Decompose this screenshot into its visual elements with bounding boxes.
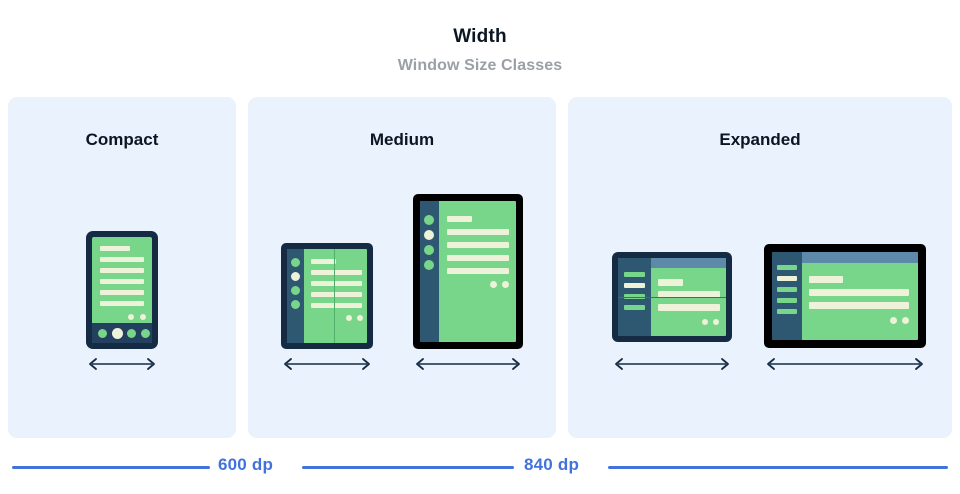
nav-item bbox=[777, 287, 797, 292]
nav-rail bbox=[287, 249, 304, 343]
content-line bbox=[100, 268, 144, 273]
content-line bbox=[447, 255, 509, 261]
nav-item-active bbox=[777, 276, 797, 281]
content-line bbox=[447, 268, 509, 274]
page-title: Width bbox=[453, 26, 507, 47]
content-line bbox=[658, 279, 683, 286]
width-arrow-medium-foldable bbox=[281, 356, 373, 372]
app-top-bar bbox=[651, 258, 726, 268]
content-line bbox=[100, 246, 130, 251]
fab-dot bbox=[128, 314, 134, 320]
tablet-screen bbox=[772, 252, 918, 340]
nav-item-active bbox=[424, 230, 434, 240]
nav-item bbox=[777, 265, 797, 270]
breakpoint-scale: 600 dp 840 dp bbox=[0, 455, 960, 479]
nav-item bbox=[624, 272, 645, 277]
tablet-screen bbox=[420, 201, 516, 342]
device-tablet-landscape bbox=[764, 244, 926, 348]
breakpoint-label-600: 600 dp bbox=[218, 455, 274, 474]
content-line bbox=[311, 259, 336, 264]
fold-crease bbox=[618, 297, 726, 298]
nav-item bbox=[291, 286, 300, 295]
fab-dot bbox=[346, 315, 352, 321]
panel-expanded: Expanded bbox=[568, 97, 952, 438]
width-arrow-compact bbox=[86, 356, 158, 372]
width-arrow-expanded-tablet bbox=[764, 356, 926, 372]
fab-dot bbox=[357, 315, 363, 321]
nav-item bbox=[424, 245, 434, 255]
nav-item bbox=[98, 329, 107, 338]
nav-item bbox=[777, 298, 797, 303]
nav-item bbox=[624, 305, 645, 310]
content-line bbox=[658, 291, 720, 298]
fab-dot bbox=[702, 319, 708, 325]
content-line bbox=[100, 301, 144, 306]
page-subtitle: Window Size Classes bbox=[397, 57, 563, 74]
content-line bbox=[311, 270, 362, 275]
scale-rule-segment bbox=[302, 466, 514, 469]
width-arrow-expanded-foldable bbox=[612, 356, 732, 372]
content-line bbox=[447, 229, 509, 235]
content-line bbox=[100, 290, 144, 295]
content-line bbox=[311, 292, 362, 297]
nav-drawer bbox=[772, 252, 802, 340]
nav-item bbox=[624, 294, 645, 299]
size-class-panels: Compact bbox=[8, 97, 952, 438]
device-foldable-unfolded-portrait bbox=[281, 243, 373, 349]
fab-dot bbox=[490, 281, 497, 288]
fab-dot bbox=[890, 317, 897, 324]
content-line bbox=[447, 216, 472, 222]
nav-item-active bbox=[624, 283, 645, 288]
nav-item-active bbox=[112, 328, 123, 339]
foldable-screen bbox=[618, 258, 726, 336]
content-line bbox=[311, 303, 362, 308]
device-phone-portrait bbox=[86, 231, 158, 349]
content-line bbox=[658, 304, 720, 311]
fab-dot bbox=[902, 317, 909, 324]
nav-rail bbox=[420, 201, 439, 342]
content-line bbox=[447, 242, 509, 248]
panel-compact: Compact bbox=[8, 97, 236, 438]
content-line bbox=[100, 257, 144, 262]
content-line bbox=[809, 276, 843, 283]
panel-label-expanded: Expanded bbox=[719, 130, 801, 149]
width-arrow-medium-tablet bbox=[413, 356, 523, 372]
scale-rule-segment bbox=[12, 466, 210, 469]
breakpoint-label-840: 840 dp bbox=[524, 455, 580, 474]
device-tablet-portrait bbox=[413, 194, 523, 349]
content-line bbox=[100, 279, 144, 284]
nav-item bbox=[141, 329, 150, 338]
panel-medium: Medium bbox=[248, 97, 556, 438]
nav-item bbox=[291, 300, 300, 309]
app-top-bar bbox=[802, 252, 918, 263]
scale-rule-segment bbox=[608, 466, 948, 469]
nav-item bbox=[424, 260, 434, 270]
device-foldable-unfolded-landscape bbox=[612, 252, 732, 342]
phone-screen bbox=[92, 237, 152, 343]
fold-crease bbox=[334, 249, 335, 343]
nav-item-active bbox=[291, 272, 300, 281]
nav-item bbox=[291, 258, 300, 267]
header: Width Window Size Classes bbox=[0, 0, 960, 75]
phone-bottom-nav bbox=[92, 323, 152, 343]
fab-dot bbox=[713, 319, 719, 325]
fab-dot bbox=[140, 314, 146, 320]
content-line bbox=[311, 281, 362, 286]
panel-label-compact: Compact bbox=[85, 130, 159, 149]
nav-item bbox=[127, 329, 136, 338]
content-line bbox=[809, 289, 909, 296]
nav-item bbox=[777, 309, 797, 314]
fab-dot bbox=[502, 281, 509, 288]
panel-label-medium: Medium bbox=[369, 130, 435, 149]
content-line bbox=[809, 302, 909, 309]
foldable-screen bbox=[287, 249, 367, 343]
nav-item bbox=[424, 215, 434, 225]
